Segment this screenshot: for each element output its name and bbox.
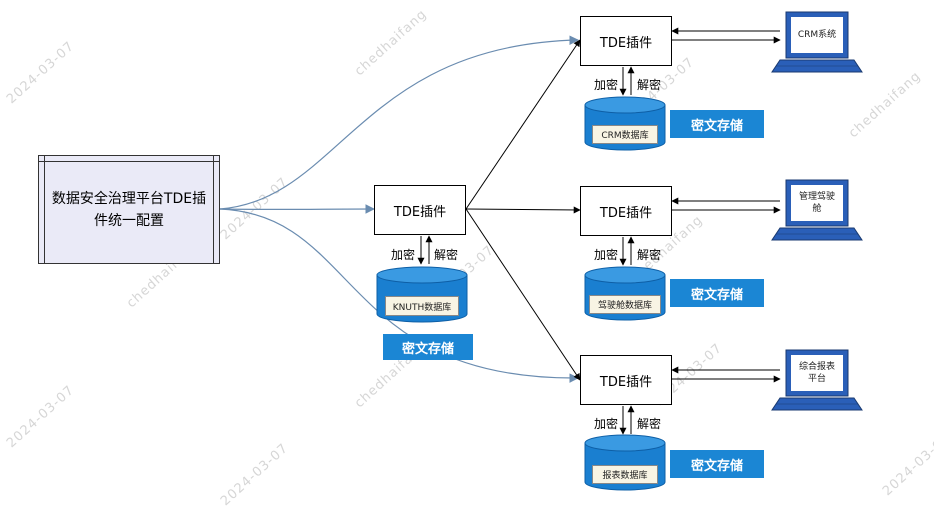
config-box-text: 数据安全治理平台TDE插件统一配置 (49, 188, 209, 232)
tde-plugin-center: TDE插件 (374, 185, 466, 235)
system-label-crm: CRM系统 (791, 17, 843, 53)
encrypt-label: 加密 (594, 76, 618, 93)
encrypt-label: 加密 (594, 415, 618, 432)
config-box: 数据安全治理平台TDE插件统一配置 (38, 155, 220, 264)
link-center-mid (466, 209, 580, 210)
ciphertext-storage-report: 密文存储 (670, 450, 764, 478)
db-label-crm: CRM数据库 (592, 125, 658, 144)
tde-plugin-report: TDE插件 (580, 355, 672, 405)
link-center-top (466, 40, 580, 209)
encrypt-label: 加密 (594, 246, 618, 263)
system-label-cockpit: 管理驾驶舱 (791, 185, 843, 221)
link-center-bottom (466, 209, 580, 380)
system-label-report: 综合报表平台 (791, 355, 843, 391)
ciphertext-storage-cockpit: 密文存储 (670, 279, 764, 307)
config-curve-top (220, 40, 578, 209)
tde-plugin-crm: TDE插件 (580, 16, 672, 66)
decrypt-label: 解密 (637, 76, 661, 93)
ciphertext-storage-crm: 密文存储 (670, 110, 764, 138)
db-label-knuth: KNUTH数据库 (385, 296, 459, 316)
encrypt-label: 加密 (391, 246, 415, 263)
db-label-report: 报表数据库 (592, 465, 658, 484)
decrypt-label: 解密 (637, 246, 661, 263)
ciphertext-storage-center: 密文存储 (383, 334, 473, 360)
tde-plugin-cockpit: TDE插件 (580, 186, 672, 236)
decrypt-label: 解密 (637, 415, 661, 432)
decrypt-label: 解密 (434, 246, 458, 263)
db-label-cockpit: 驾驶舱数据库 (589, 295, 661, 314)
